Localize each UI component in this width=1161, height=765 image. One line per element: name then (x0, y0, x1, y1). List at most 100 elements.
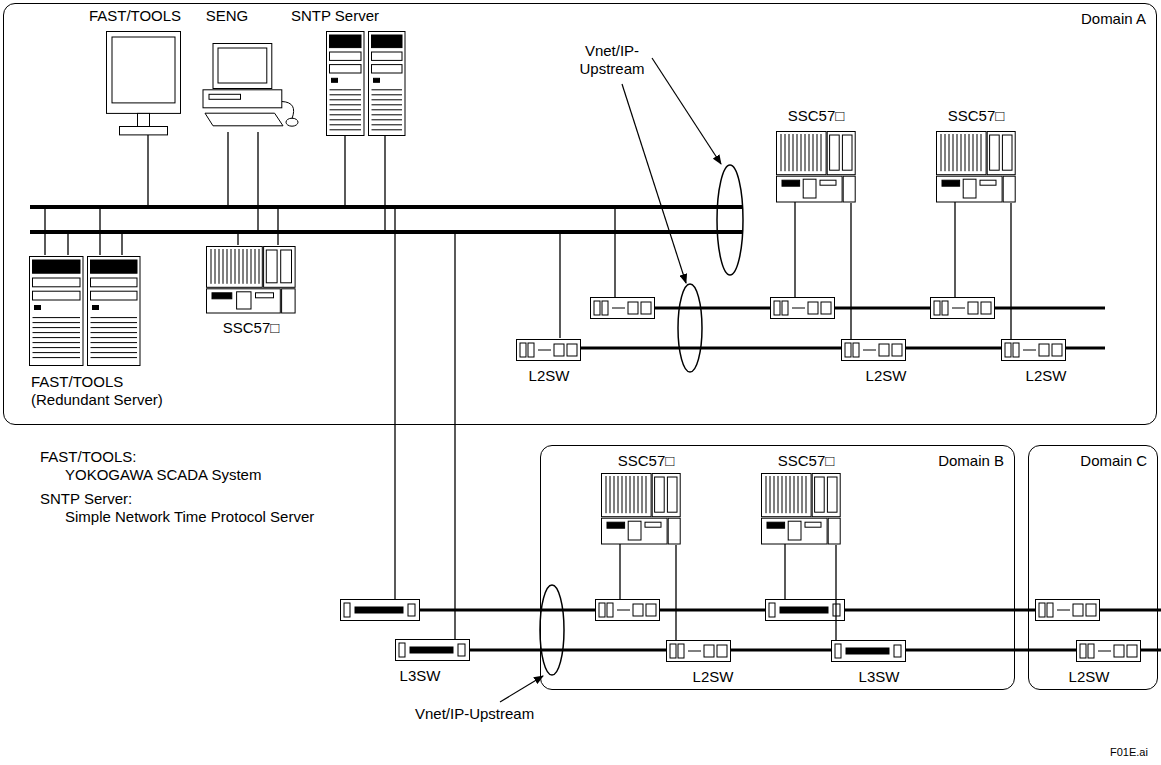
rack-module (793, 134, 794, 171)
server-grille (33, 327, 81, 328)
device-node: SSC57□ (936, 131, 1016, 203)
drop-line (384, 135, 385, 232)
link-line (1010, 203, 1011, 339)
base-side (843, 176, 855, 202)
rack-module (949, 134, 950, 171)
note-label: Vnet/IP-Upstream (415, 705, 534, 723)
rack-module (231, 249, 232, 284)
switch-port (894, 645, 901, 657)
device-label: SSC57□ (223, 319, 280, 337)
switch-icon (931, 298, 995, 319)
rack-cpu (830, 135, 840, 170)
device-icon (199, 43, 304, 133)
server-grille (372, 89, 403, 90)
switch-body (341, 600, 420, 621)
rack-module (945, 134, 946, 171)
server-grille (372, 114, 403, 115)
switch-body (1002, 340, 1066, 361)
device-icon (666, 640, 731, 662)
server-grille (330, 114, 362, 115)
drop-line (237, 232, 238, 245)
server-drive (91, 260, 138, 273)
drop-line (67, 232, 68, 255)
base-part (788, 521, 801, 540)
switch-body (1036, 600, 1100, 621)
rack-module (223, 249, 224, 284)
base-part (256, 293, 274, 298)
rack-module (981, 134, 982, 171)
rack-module (817, 134, 818, 171)
switch-line (1057, 610, 1070, 611)
server-grille (330, 104, 362, 105)
link-line (675, 545, 676, 640)
switch-port (782, 301, 788, 315)
switch-body (667, 641, 731, 662)
device-label: SSC57□ (618, 452, 675, 470)
switch-icon (771, 298, 835, 319)
server-grille (33, 337, 81, 338)
server-grille (330, 129, 362, 130)
switch-port (1114, 645, 1124, 657)
base-part (820, 180, 836, 185)
switch-line (952, 308, 965, 309)
server-grille (91, 327, 138, 328)
server-drive (372, 35, 403, 48)
rack-module (782, 476, 783, 513)
switch-line (1023, 350, 1036, 351)
rack-module (255, 249, 256, 284)
rack-module (247, 249, 248, 284)
rack-module (821, 134, 822, 171)
server-body (30, 257, 84, 366)
switch-port (968, 302, 978, 314)
rack-cpu (281, 250, 292, 283)
plain-switches (341, 298, 1100, 621)
note-label: F01E.ai (1110, 745, 1148, 759)
server-body (327, 32, 365, 136)
drop-line (277, 207, 278, 245)
base-part (237, 292, 251, 309)
switch-port (408, 604, 415, 616)
base-part (942, 180, 960, 186)
server-grille (372, 94, 403, 95)
device-node: SSC57□ (601, 473, 681, 545)
rack-module (630, 476, 631, 513)
rack-cpu (667, 477, 677, 512)
device-label: L2SW (529, 367, 570, 385)
rack-module (797, 134, 798, 171)
server-led (93, 306, 99, 310)
drop-line (619, 544, 620, 599)
rack-module (606, 476, 607, 513)
server-grille (330, 89, 362, 90)
switch-port (607, 603, 613, 617)
switch-port (1086, 604, 1096, 616)
note-label: YOKOGAWA SCADA System (65, 466, 261, 484)
device-label: SSC57□ (778, 452, 835, 470)
switch-port (1080, 644, 1086, 658)
rack-cpu (990, 135, 1000, 170)
drop-line (44, 207, 45, 255)
switch-line (863, 350, 876, 351)
device-icon (516, 339, 581, 361)
server-body (369, 32, 406, 136)
device-icon (776, 131, 856, 203)
rack-cpu (842, 135, 852, 170)
pc-cable (282, 102, 294, 119)
device-label: SENG (206, 7, 249, 25)
device-label: L2SW (693, 668, 734, 686)
switch-body (396, 640, 470, 661)
switch-port (646, 604, 656, 616)
switch-port (344, 603, 350, 617)
switch-port (678, 644, 684, 658)
switch-icon (591, 298, 655, 319)
link-line (850, 203, 851, 339)
base-side (668, 518, 680, 544)
switch-bar (846, 648, 889, 654)
switch-port (1127, 645, 1137, 657)
rack-module (973, 134, 974, 171)
switch-port (1039, 344, 1049, 356)
switch-port (528, 343, 534, 357)
drop-line (147, 135, 148, 207)
server-grille (33, 352, 81, 353)
rack-module (243, 249, 244, 284)
